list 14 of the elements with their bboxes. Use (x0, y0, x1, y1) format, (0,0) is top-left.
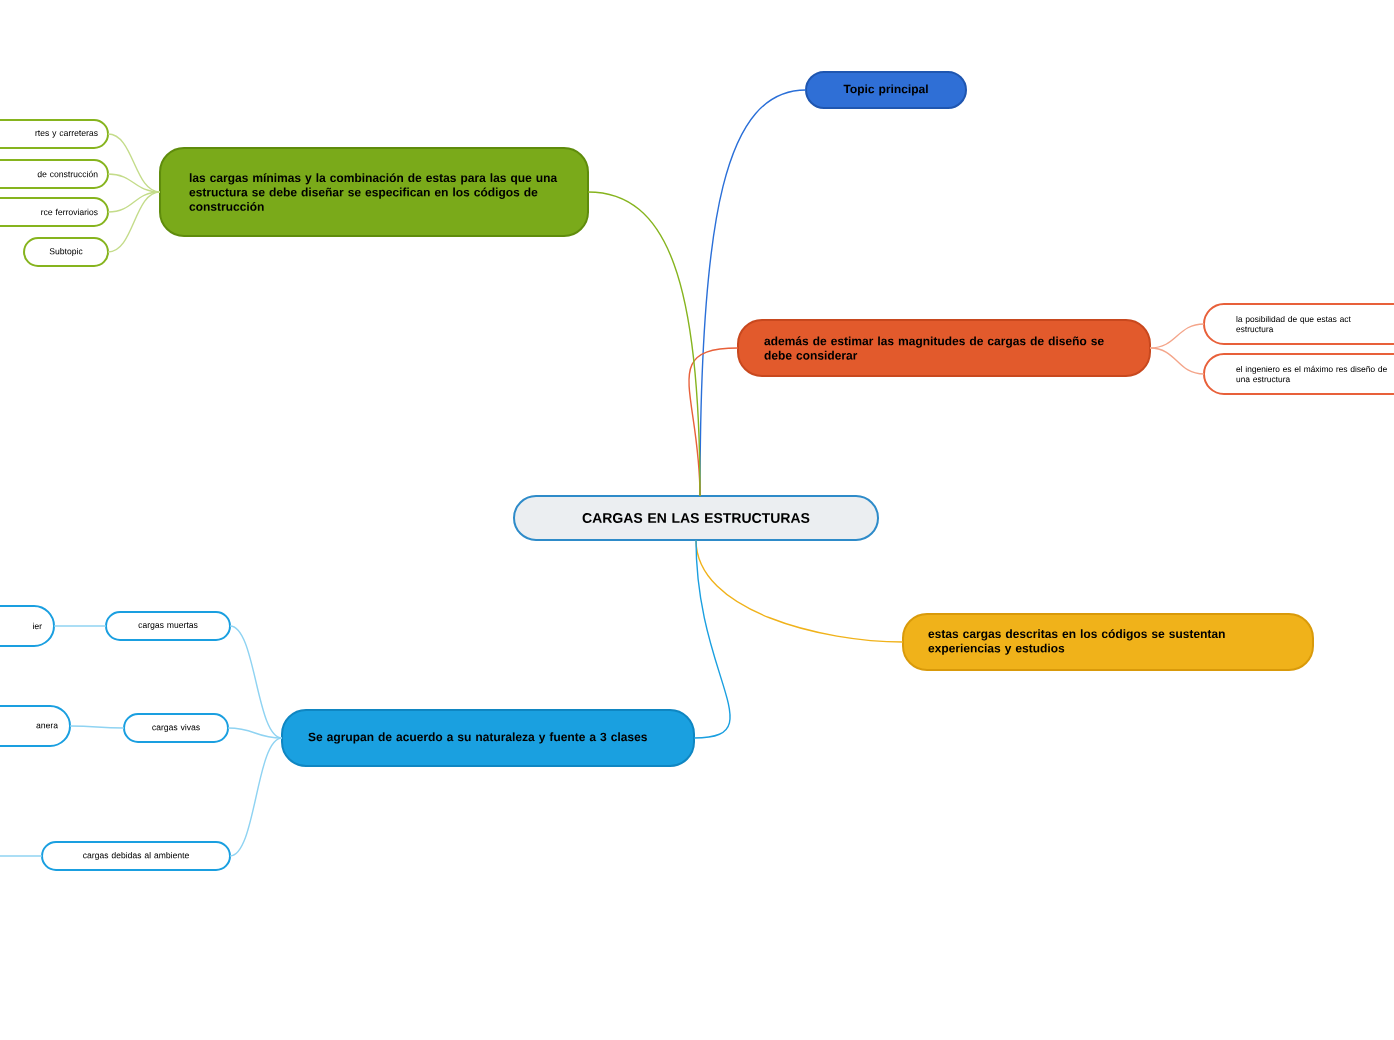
connector (107, 133, 161, 193)
connector (69, 725, 125, 729)
connector (587, 191, 701, 497)
connector (1149, 323, 1205, 349)
connector (107, 173, 161, 193)
connector (107, 191, 161, 213)
connector (0, 855, 43, 857)
connector (693, 539, 731, 739)
connector (229, 737, 283, 857)
connector (229, 625, 283, 739)
connector (107, 191, 161, 253)
connector (53, 625, 107, 627)
connector (227, 727, 283, 739)
connector (1149, 347, 1205, 375)
